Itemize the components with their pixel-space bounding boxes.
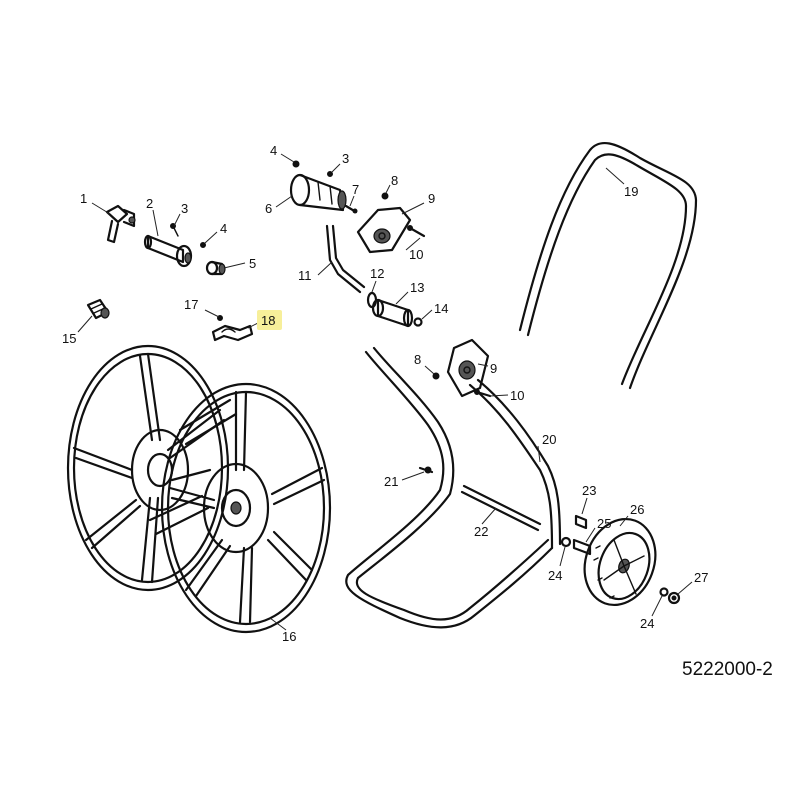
callout-label: 24 <box>548 568 562 583</box>
callout-label: 11 <box>298 268 312 283</box>
part-10-bolt-a <box>407 225 426 238</box>
callout-label: 6 <box>265 201 272 216</box>
part-22-axle <box>460 484 542 532</box>
highlight-box <box>257 310 282 330</box>
part-19-handle-bar <box>518 141 698 390</box>
part-27-nut <box>667 591 681 605</box>
part-26-wheel <box>583 517 657 607</box>
callout-label: 27 <box>694 570 708 585</box>
part-23-pin <box>574 514 588 530</box>
part-5-bushing <box>205 260 226 276</box>
part-9-cover-b <box>446 338 490 398</box>
part-4-nut-b <box>292 160 300 168</box>
part-25-spacer <box>572 538 592 556</box>
callout-labels: 1 2 3 4 5 4 3 6 7 8 9 10 11 12 13 14 15 … <box>62 143 708 644</box>
callout-label: 25 <box>597 516 611 531</box>
callout-label: 8 <box>391 173 398 188</box>
callout-label: 4 <box>220 221 227 236</box>
callout-label: 9 <box>490 361 497 376</box>
callout-label: 3 <box>181 201 188 216</box>
callout-label: 10 <box>510 388 524 403</box>
callout-label: 14 <box>434 301 448 316</box>
callout-label: 17 <box>184 297 198 312</box>
part-1-tap-connector <box>105 204 136 244</box>
part-3-screw-b <box>327 171 333 177</box>
callout-label: 20 <box>542 432 556 447</box>
callout-label: 3 <box>342 151 349 166</box>
callout-label: 13 <box>410 280 424 295</box>
callout-label: 2 <box>146 196 153 211</box>
callout-label: 7 <box>352 182 359 197</box>
callout-label: 9 <box>428 191 435 206</box>
callout-label: 23 <box>582 483 596 498</box>
part-14-end-cap <box>413 317 423 327</box>
part-24-washer-a <box>560 536 572 548</box>
part-9-cover-a <box>356 206 412 254</box>
part-21-bolt <box>418 466 434 474</box>
callout-label: 15 <box>62 331 76 346</box>
part-8-nut-b <box>432 372 440 380</box>
callout-label: 22 <box>474 524 488 539</box>
callout-label: 8 <box>414 352 421 367</box>
part-2-hub-shaft <box>143 234 193 268</box>
part-4-nut-a <box>200 242 206 248</box>
callout-label: 21 <box>384 474 398 489</box>
callout-label: 26 <box>630 502 644 517</box>
callout-label: 12 <box>370 266 384 281</box>
callout-label: 1 <box>80 191 87 206</box>
part-13-handle-grip <box>371 298 414 328</box>
callout-label: 19 <box>624 184 638 199</box>
part-15-nozzle-fitting <box>86 298 110 320</box>
part-12-washer <box>366 291 378 309</box>
callout-label: 5 <box>249 256 256 271</box>
part-24-washer-b <box>659 587 669 597</box>
callout-label: 16 <box>282 629 296 644</box>
callout-label: 4 <box>270 143 277 158</box>
part-18-hose-clip <box>211 324 254 342</box>
part-16-hose-reel <box>66 344 332 634</box>
part-20-frame <box>345 346 562 629</box>
callout-label: 10 <box>409 247 423 262</box>
part-8-nut-a <box>381 192 389 200</box>
callout-label-highlighted: 18 <box>261 313 275 328</box>
callout-label: 24 <box>640 616 654 631</box>
part-11-crank-rod <box>325 224 366 294</box>
drawing-code: 5222000-2 <box>682 659 773 680</box>
part-6-hub-flange <box>289 173 347 212</box>
part-7-pin <box>344 204 358 214</box>
leader-lines <box>77 153 693 631</box>
